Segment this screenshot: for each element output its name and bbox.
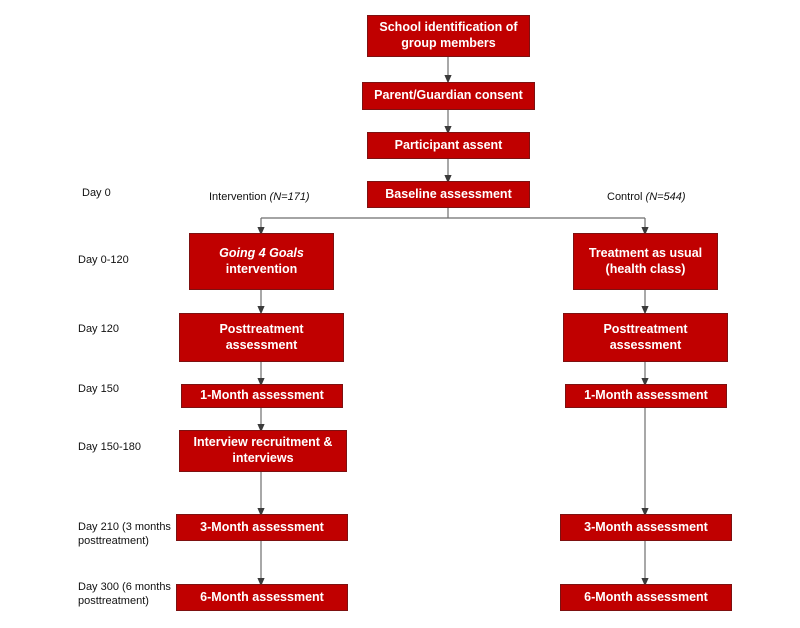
node-parent-guardian-consent[interactable]: Parent/Guardian consent	[362, 82, 535, 110]
node-parent-guardian-consent-line1: Parent/Guardian consent	[374, 88, 523, 103]
node-intervention-3-month-assessment[interactable]: 3-Month assessment	[176, 514, 348, 541]
node-going-4-goals-intervention[interactable]: Going 4 Goals intervention	[189, 233, 334, 290]
node-control-posttreatment-line2: assessment	[609, 337, 682, 352]
node-participant-assent[interactable]: Participant assent	[367, 132, 530, 159]
node-going-4-goals-line2: intervention	[225, 261, 298, 276]
split-connector	[257, 208, 649, 236]
node-control-posttreatment-line1: Posttreatment	[603, 321, 688, 336]
node-control-posttreatment-assessment[interactable]: Posttreatment assessment	[563, 313, 728, 362]
timeline-label-day-210: Day 210 (3 months posttreatment)	[78, 521, 171, 548]
node-control-3-month-assessment[interactable]: 3-Month assessment	[560, 514, 732, 541]
node-interview-recruitment-line1: Interview recruitment &	[193, 435, 333, 450]
branch-label-control: Control (N=544)	[607, 191, 686, 203]
timeline-label-day-300: Day 300 (6 months posttreatment)	[78, 581, 171, 608]
node-intervention-posttreatment-assessment[interactable]: Posttreatment assessment	[179, 313, 344, 362]
timeline-label-day-150: Day 150	[78, 383, 119, 395]
node-control-1-month-assessment[interactable]: 1-Month assessment	[565, 384, 727, 408]
branch-label-control-n: (N=544)	[645, 191, 686, 203]
timeline-label-day-150-180: Day 150-180	[78, 441, 141, 453]
node-school-identification-line2: group members	[401, 36, 496, 50]
node-intervention-6-month-assessment[interactable]: 6-Month assessment	[176, 584, 348, 611]
branch-label-intervention-name: Intervention	[209, 191, 270, 203]
node-school-identification[interactable]: School identification of group members	[367, 15, 530, 57]
node-control-1-month-line1: 1-Month assessment	[584, 388, 708, 403]
node-intervention-3-month-line1: 3-Month assessment	[200, 519, 324, 534]
branch-label-control-name: Control	[607, 191, 646, 203]
branch-label-intervention: Intervention (N=171)	[209, 191, 310, 203]
node-intervention-6-month-line1: 6-Month assessment	[200, 589, 324, 604]
node-school-identification-line1: School identification of	[379, 20, 518, 35]
node-going-4-goals-line1: Going 4 Goals	[219, 245, 304, 260]
node-participant-assent-line1: Participant assent	[394, 137, 503, 152]
branch-label-intervention-n: (N=171)	[269, 191, 310, 203]
timeline-label-day-0: Day 0	[82, 187, 111, 199]
node-intervention-posttreatment-line2: assessment	[225, 337, 298, 352]
node-treatment-as-usual-line1: Treatment as usual	[588, 245, 703, 260]
timeline-label-day-0-120: Day 0-120	[78, 254, 129, 266]
node-control-3-month-line1: 3-Month assessment	[584, 519, 708, 534]
node-treatment-as-usual-line2: (health class)	[605, 261, 686, 276]
node-intervention-1-month-line1: 1-Month assessment	[200, 388, 324, 403]
node-baseline-assessment-line1: Baseline assessment	[385, 186, 512, 201]
node-treatment-as-usual[interactable]: Treatment as usual (health class)	[573, 233, 718, 290]
node-interview-recruitment-line2: interviews	[232, 451, 294, 465]
node-control-6-month-line1: 6-Month assessment	[584, 589, 708, 604]
node-interview-recruitment[interactable]: Interview recruitment & interviews	[179, 430, 347, 472]
node-control-6-month-assessment[interactable]: 6-Month assessment	[560, 584, 732, 611]
node-baseline-assessment[interactable]: Baseline assessment	[367, 181, 530, 208]
node-intervention-posttreatment-line1: Posttreatment	[219, 321, 304, 336]
node-intervention-1-month-assessment[interactable]: 1-Month assessment	[181, 384, 343, 408]
timeline-label-day-120: Day 120	[78, 323, 119, 335]
